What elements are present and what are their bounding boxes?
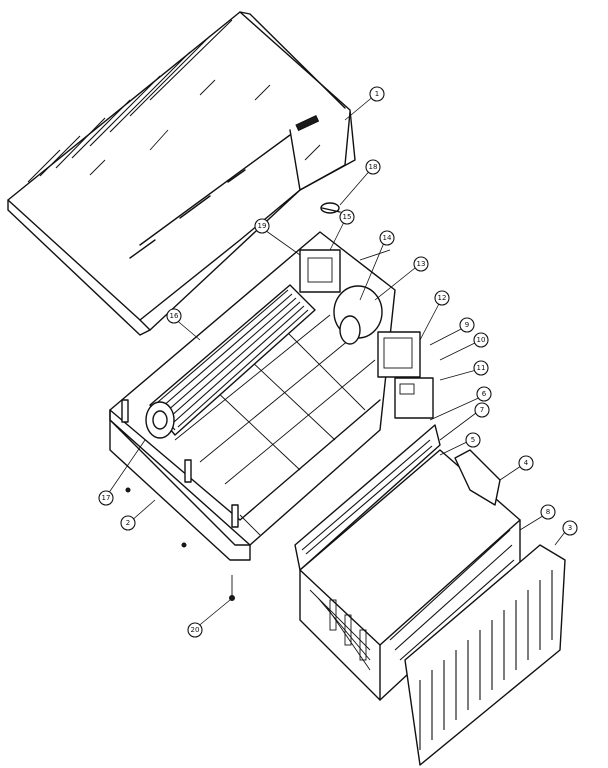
callout-16-label: 16 <box>170 312 179 320</box>
callout-19-label: 19 <box>258 222 267 230</box>
blower-wheel <box>145 284 316 439</box>
callout-12-label: 12 <box>438 294 447 302</box>
callout-17-label: 17 <box>102 494 111 502</box>
callout-20-label: 20 <box>191 626 200 634</box>
callout-12: 12 <box>434 290 450 306</box>
base-chassis <box>109 231 396 561</box>
front-grille <box>404 544 566 766</box>
callout-1-label: 1 <box>375 90 379 98</box>
knob-part <box>320 202 341 214</box>
callout-15: 15 <box>339 209 355 225</box>
callout-20: 20 <box>187 622 203 638</box>
callout-19: 19 <box>254 218 270 234</box>
callout-10-label: 10 <box>477 336 486 344</box>
callout-3-label: 3 <box>568 524 572 532</box>
callout-5: 5 <box>465 432 481 448</box>
callout-11: 11 <box>473 360 489 376</box>
callout-1: 1 <box>369 86 385 102</box>
top-cover <box>7 11 356 336</box>
coil-assembly <box>299 449 521 701</box>
callout-8-label: 8 <box>546 508 550 516</box>
callout-6-label: 6 <box>482 390 487 398</box>
callout-15-label: 15 <box>343 213 352 221</box>
callout-2-label: 2 <box>126 519 130 527</box>
callout-9: 9 <box>459 317 475 333</box>
callouts: 1 2 3 4 5 6 7 8 9 10 11 12 13 14 15 16 1… <box>98 86 578 638</box>
callout-3: 3 <box>562 520 578 536</box>
callout-8: 8 <box>540 504 556 520</box>
callout-13: 13 <box>413 256 429 272</box>
callout-16: 16 <box>166 308 182 324</box>
callout-14: 14 <box>379 230 395 246</box>
callout-18-label: 18 <box>369 163 378 171</box>
callout-6: 6 <box>476 386 492 402</box>
callout-10: 10 <box>473 332 489 348</box>
callout-13-label: 13 <box>417 260 426 268</box>
callout-7-label: 7 <box>480 406 484 414</box>
callout-14-label: 14 <box>383 234 392 242</box>
callout-2: 2 <box>120 515 136 531</box>
callout-11-label: 11 <box>477 364 486 372</box>
callout-4: 4 <box>518 455 534 471</box>
callout-18: 18 <box>365 159 381 175</box>
callout-4-label: 4 <box>524 459 529 467</box>
callout-17: 17 <box>98 490 114 506</box>
front-filter <box>294 424 441 571</box>
callout-7: 7 <box>474 402 490 418</box>
callout-9-label: 9 <box>465 321 469 329</box>
internal-components <box>299 249 434 419</box>
screws <box>125 487 235 601</box>
side-bracket <box>454 449 501 506</box>
callout-5-label: 5 <box>471 436 475 444</box>
